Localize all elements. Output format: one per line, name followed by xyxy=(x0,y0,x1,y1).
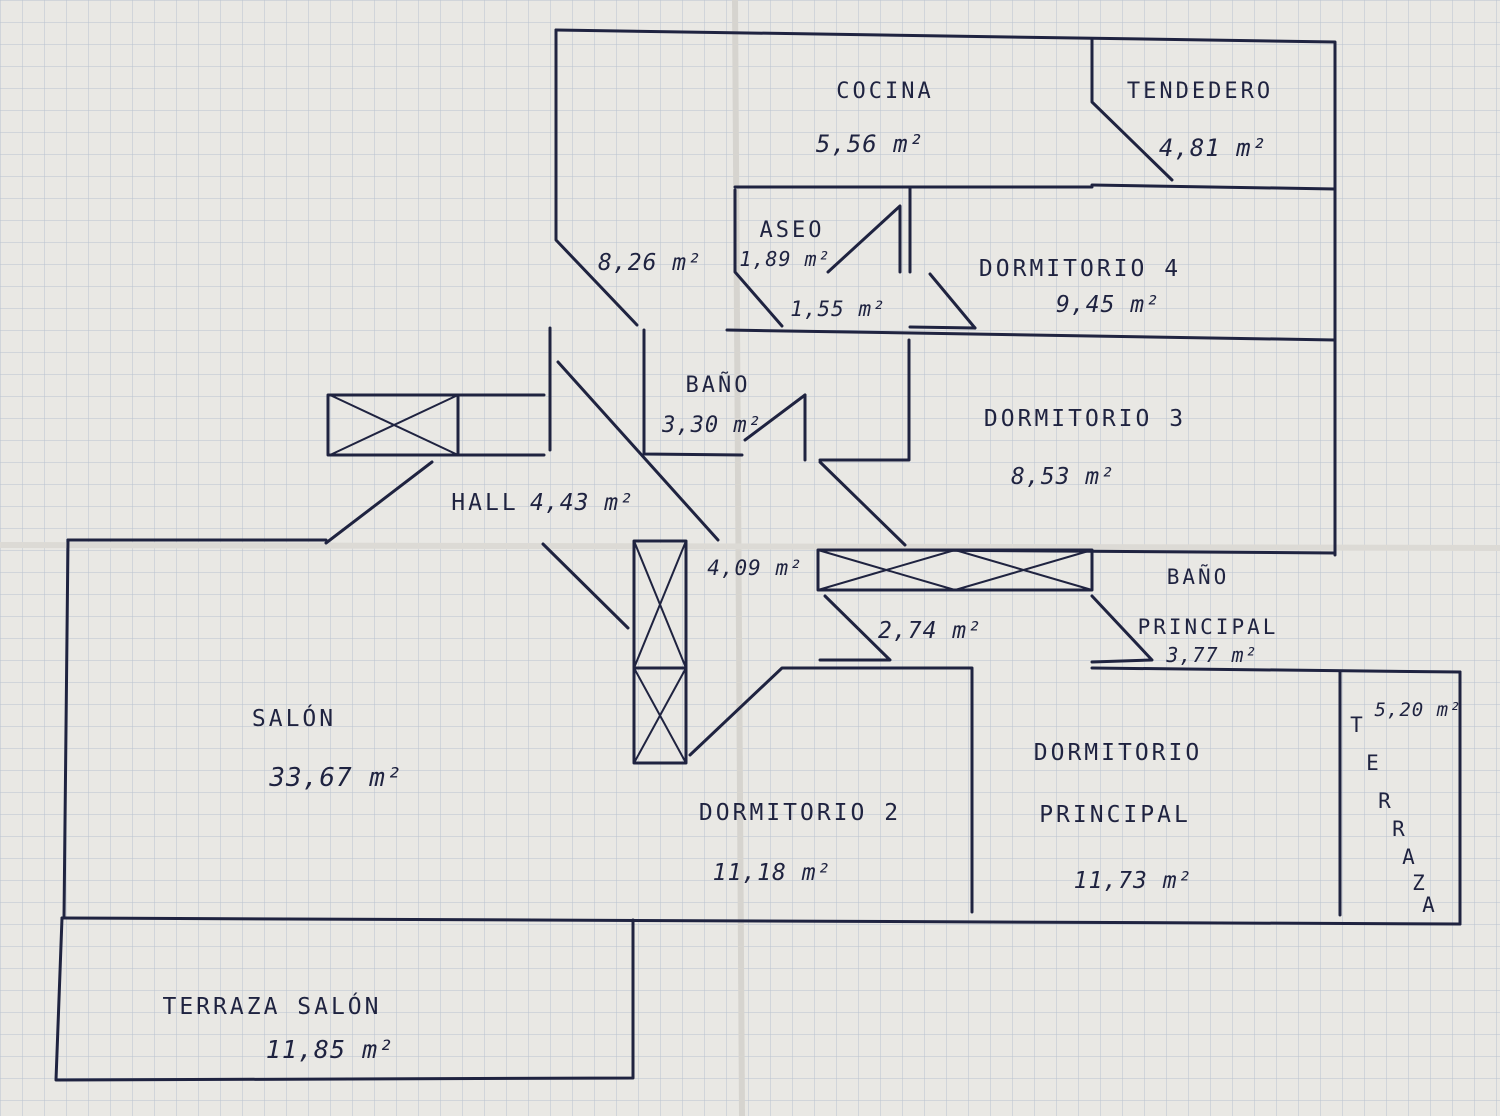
room-area-dormitorio-3: 8,53 m² xyxy=(1011,464,1115,490)
room-name-dormitorio-principal-line1: DORMITORIO xyxy=(1034,740,1202,766)
room-area-dormitorio-4: 9,45 m² xyxy=(1056,292,1160,318)
room-name-aseo: ASEO xyxy=(760,218,825,243)
room-aseo: ASEO 1,89 m² xyxy=(739,218,830,271)
room-area-hall: 4,43 m² xyxy=(530,490,634,516)
room-name-dormitorio-principal-line2: PRINCIPAL xyxy=(1039,802,1191,828)
room-terraza: 5,20 m² T E R R A Z A xyxy=(1350,699,1461,917)
room-area-dormitorio-principal: 11,73 m² xyxy=(1074,868,1193,894)
terraza-letter-1: T xyxy=(1350,713,1366,737)
room-dormitorio-principal: DORMITORIO PRINCIPAL 11,73 m² xyxy=(1034,740,1202,894)
terraza-letter-3: R xyxy=(1378,789,1394,813)
terraza-letter-7: A xyxy=(1422,893,1438,917)
room-area-paso-aseo: 1,55 m² xyxy=(790,297,886,321)
room-bano: BAÑO 3,30 m² xyxy=(661,371,762,438)
room-area-distribuidor: 4,09 m² xyxy=(707,556,803,580)
room-salon: SALÓN 33,67 m² xyxy=(252,704,402,793)
room-dormitorio-2: DORMITORIO 2 11,18 m² xyxy=(699,800,901,886)
room-area-bano: 3,30 m² xyxy=(661,413,762,438)
room-dormitorio-4: DORMITORIO 4 9,45 m² xyxy=(979,256,1181,318)
room-area-bano-principal: 3,77 m² xyxy=(1165,643,1257,667)
room-area-tendedero: 4,81 m² xyxy=(1159,134,1267,162)
room-name-tendedero: TENDEDERO xyxy=(1127,79,1273,104)
room-area-paso-principal: 2,74 m² xyxy=(878,618,982,644)
room-name-cocina: COCINA xyxy=(836,79,933,104)
room-area-terraza-salon: 11,85 m² xyxy=(266,1035,394,1064)
room-tendedero: TENDEDERO 4,81 m² xyxy=(1127,79,1273,162)
room-area-pasillo-cocina: 8,26 m² xyxy=(598,250,702,276)
room-cocina: COCINA 5,56 m² xyxy=(816,79,933,158)
terraza-letter-6: Z xyxy=(1412,871,1428,895)
room-name-dormitorio-3: DORMITORIO 3 xyxy=(984,406,1186,432)
room-name-terraza-salon: TERRAZA SALÓN xyxy=(162,992,381,1020)
room-name-dormitorio-4: DORMITORIO 4 xyxy=(979,256,1181,282)
terraza-letter-4: R xyxy=(1392,817,1408,841)
room-dormitorio-3: DORMITORIO 3 8,53 m² xyxy=(984,406,1186,490)
room-name-dormitorio-2: DORMITORIO 2 xyxy=(699,800,901,826)
walls xyxy=(54,28,1462,1082)
terraza-letter-5: A xyxy=(1402,845,1418,869)
room-area-cocina: 5,56 m² xyxy=(816,130,924,158)
room-name-hall: HALL xyxy=(451,490,518,516)
room-name-bano-principal-line2: PRINCIPAL xyxy=(1138,615,1279,639)
room-area-dormitorio-2: 11,18 m² xyxy=(713,860,832,886)
room-name-bano: BAÑO xyxy=(686,371,751,398)
room-hall: HALL 4,43 m² xyxy=(451,490,634,516)
room-area-aseo: 1,89 m² xyxy=(739,247,830,271)
room-name-salon: SALÓN xyxy=(252,704,336,732)
room-area-salon: 33,67 m² xyxy=(268,763,402,793)
room-bano-principal: BAÑO PRINCIPAL 3,77 m² xyxy=(1138,563,1279,667)
room-terraza-salon: TERRAZA SALÓN 11,85 m² xyxy=(162,992,394,1064)
room-area-terraza: 5,20 m² xyxy=(1374,699,1461,721)
terraza-letter-2: E xyxy=(1366,751,1382,775)
room-name-bano-principal-line1: BAÑO xyxy=(1167,563,1230,589)
paper-fold-horizontal xyxy=(0,542,1500,551)
